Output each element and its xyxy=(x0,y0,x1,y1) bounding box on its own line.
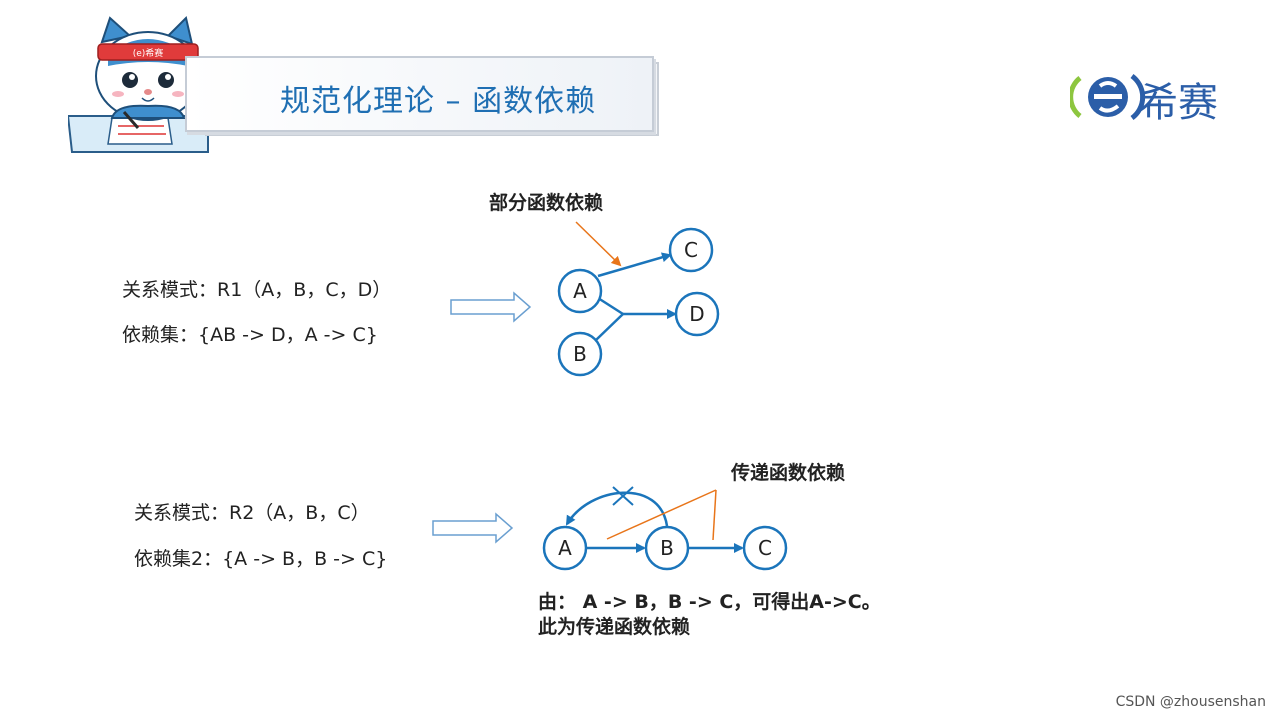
edge-a-c xyxy=(598,255,670,276)
watermark: CSDN @zhousenshan xyxy=(1116,694,1266,710)
node-a-label: A xyxy=(558,536,572,560)
partial-annotation-pointer xyxy=(576,222,620,265)
node-b-label: B xyxy=(660,536,674,560)
node-d-label: D xyxy=(689,302,704,326)
node-c-label: C xyxy=(758,536,772,560)
edge-a-merge xyxy=(598,298,623,314)
transitive-annotation-pointer xyxy=(713,490,716,540)
edge-b-merge xyxy=(596,314,623,340)
node-b-label: B xyxy=(573,342,587,366)
node-c-label: C xyxy=(684,238,698,262)
node-a-label: A xyxy=(573,279,587,303)
hollow-arrow-icon xyxy=(451,293,530,321)
hollow-arrow-icon xyxy=(433,514,512,542)
edge-b-a-crossed xyxy=(567,493,667,526)
